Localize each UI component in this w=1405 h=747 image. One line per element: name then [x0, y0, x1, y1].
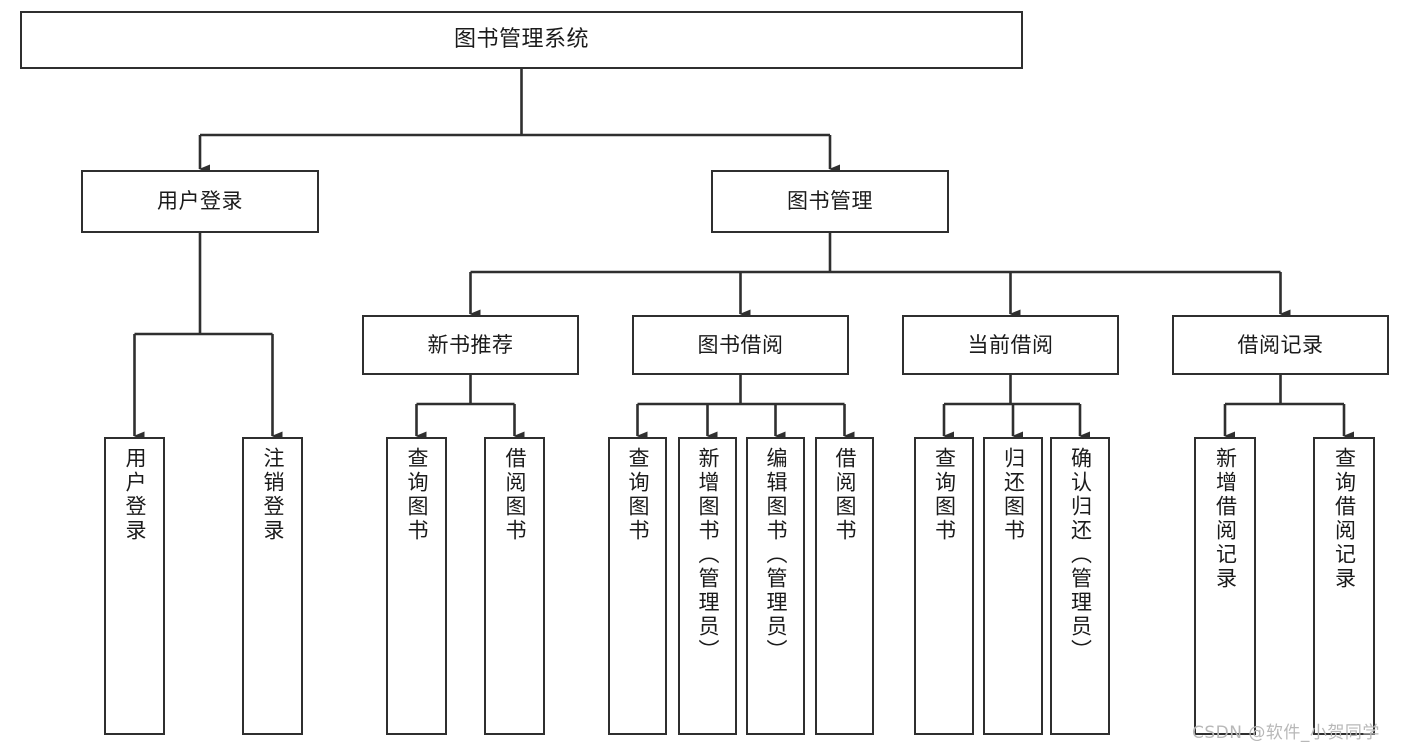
node-box-leaf-query-book-1: 查询图书: [386, 437, 447, 735]
node-label-leaf-query-book-1: 查询图书: [405, 447, 429, 543]
node-box-current-borrow: 当前借阅: [902, 315, 1119, 375]
node-label-leaf-user-login: 用户登录: [123, 447, 147, 543]
node-box-book-borrow: 图书借阅: [632, 315, 849, 375]
node-box-new-book-rec: 新书推荐: [362, 315, 579, 375]
node-label-borrow-record: 借阅记录: [1237, 332, 1324, 357]
node-box-leaf-user-login: 用户登录: [104, 437, 165, 735]
node-label-new-book-rec: 新书推荐: [427, 332, 514, 357]
node-box-book-manage: 图书管理: [711, 170, 949, 233]
node-box-leaf-return-book: 归还图书: [983, 437, 1043, 735]
node-box-user-login: 用户登录: [81, 170, 319, 233]
node-label-leaf-borrow-book-2: 借阅图书: [833, 447, 857, 543]
node-label-root: 图书管理系统: [453, 27, 589, 53]
node-box-root: 图书管理系统: [20, 11, 1023, 69]
node-label-leaf-query-book-2: 查询图书: [626, 447, 650, 543]
node-box-leaf-edit-book: 编辑图书（管理员）: [746, 437, 805, 735]
csdn-watermark: CSDN @软件_小贺同学: [1192, 723, 1380, 743]
node-box-leaf-borrow-book-2: 借阅图书: [815, 437, 874, 735]
node-box-leaf-query-book-3: 查询图书: [914, 437, 974, 735]
edges-group: [133, 69, 1354, 441]
node-label-user-login: 用户登录: [157, 189, 243, 214]
node-box-leaf-query-record: 查询借阅记录: [1313, 437, 1375, 735]
node-label-leaf-add-record: 新增借阅记录: [1213, 447, 1238, 591]
node-box-leaf-borrow-book-1: 借阅图书: [484, 437, 545, 735]
node-box-leaf-confirm-return: 确认归还（管理员）: [1050, 437, 1110, 735]
node-label-leaf-query-book-3: 查询图书: [932, 447, 957, 543]
node-label-book-borrow: 图书借阅: [697, 332, 784, 357]
node-label-leaf-edit-book: 编辑图书（管理员）: [764, 447, 788, 663]
node-label-book-manage: 图书管理: [787, 189, 873, 214]
node-label-leaf-logout: 注销登录: [261, 447, 285, 543]
node-label-leaf-borrow-book-1: 借阅图书: [503, 447, 527, 543]
node-box-borrow-record: 借阅记录: [1172, 315, 1389, 375]
node-box-leaf-add-book: 新增图书（管理员）: [678, 437, 737, 735]
node-box-leaf-add-record: 新增借阅记录: [1194, 437, 1256, 735]
node-label-leaf-confirm-return: 确认归还（管理员）: [1068, 447, 1093, 663]
node-label-leaf-add-book: 新增图书（管理员）: [696, 447, 720, 663]
node-box-leaf-query-book-2: 查询图书: [608, 437, 667, 735]
node-label-leaf-return-book: 归还图书: [1001, 447, 1026, 543]
node-label-current-borrow: 当前借阅: [967, 332, 1054, 357]
node-box-leaf-logout: 注销登录: [242, 437, 303, 735]
node-label-leaf-query-record: 查询借阅记录: [1332, 447, 1357, 591]
